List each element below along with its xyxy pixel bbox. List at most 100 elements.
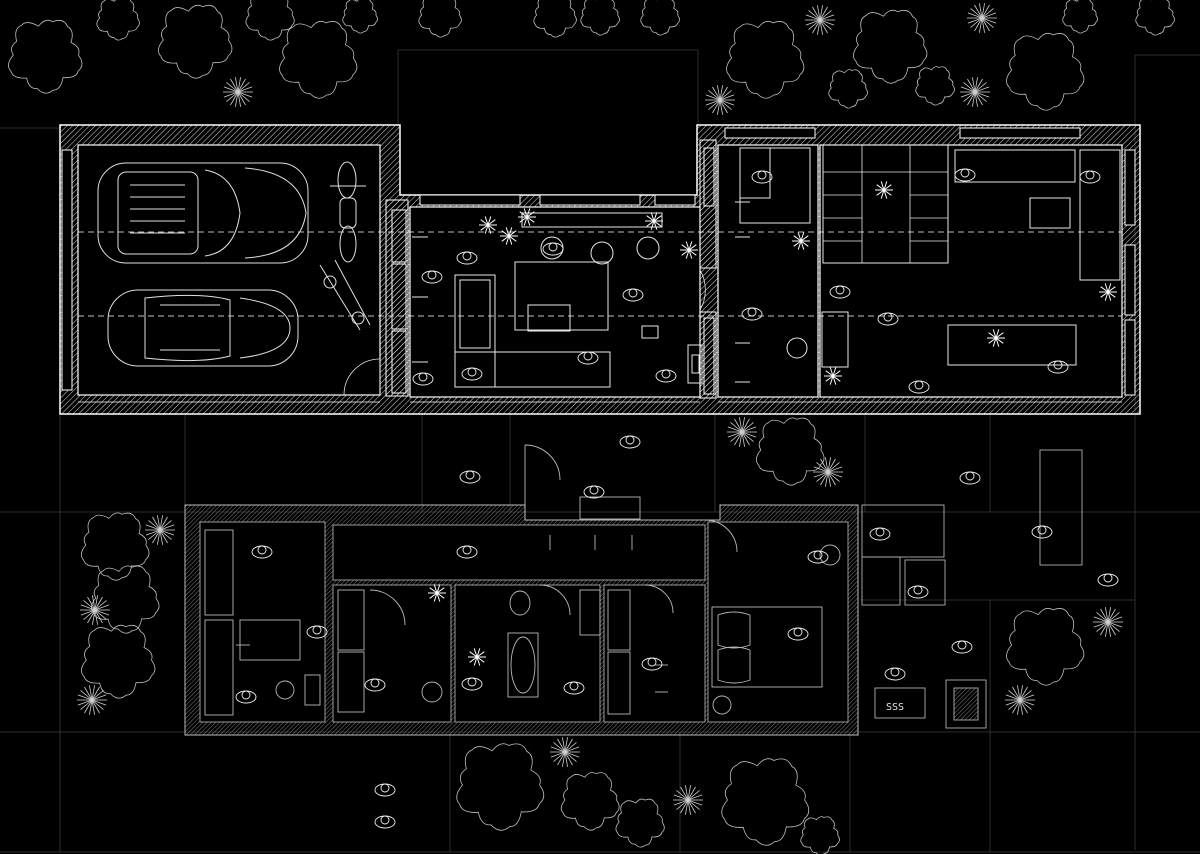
shrub xyxy=(550,737,580,767)
shrub-symbols xyxy=(77,3,1123,815)
plant-star xyxy=(792,232,810,250)
person-figure xyxy=(412,372,434,386)
person-figure xyxy=(655,369,677,383)
plant-star xyxy=(428,584,446,602)
person-figure xyxy=(951,640,973,654)
shrub xyxy=(145,515,175,545)
shrub xyxy=(727,417,757,447)
person-figure xyxy=(374,815,396,829)
person-figure xyxy=(741,307,763,321)
tree-canopy xyxy=(90,565,160,634)
shrub xyxy=(705,85,735,115)
shrub xyxy=(80,595,110,625)
living-room-furniture xyxy=(412,212,706,388)
plant-star xyxy=(479,216,497,234)
tree-canopy xyxy=(726,20,805,99)
person-figure xyxy=(421,270,443,284)
tree-canopy xyxy=(418,0,462,38)
person-figure xyxy=(619,435,641,449)
tree-canopy xyxy=(915,66,955,106)
tree-canopy xyxy=(560,772,620,831)
person-figure xyxy=(751,170,773,184)
shrub xyxy=(960,77,990,107)
person-figure xyxy=(1079,170,1101,184)
person-figure xyxy=(869,527,891,541)
person-figure xyxy=(461,677,483,691)
plant-star xyxy=(875,181,893,199)
shrub xyxy=(77,685,107,715)
person-figure xyxy=(459,470,481,484)
garage-vehicles xyxy=(97,161,381,396)
outdoor-furniture xyxy=(861,449,1083,729)
person-figure xyxy=(563,681,585,695)
person-figure xyxy=(829,285,851,299)
sauna-sign: SSS xyxy=(886,702,904,713)
shrub xyxy=(813,457,843,487)
tree-canopy xyxy=(81,624,156,699)
plant-star xyxy=(518,208,536,226)
shrub xyxy=(223,77,253,107)
person-figure xyxy=(877,312,899,326)
tree-canopy xyxy=(640,0,680,36)
tree-canopy xyxy=(456,743,545,831)
person-figure xyxy=(456,251,478,265)
tree-canopy xyxy=(342,0,378,34)
tree-canopies xyxy=(8,0,1175,854)
lower-rooms-furniture xyxy=(204,444,841,716)
plant-star xyxy=(1099,283,1117,301)
tree-canopy xyxy=(1006,607,1085,686)
tree-canopy xyxy=(580,0,620,36)
tree-canopy xyxy=(1062,0,1098,34)
shrub xyxy=(1093,607,1123,637)
shrub xyxy=(1005,685,1035,715)
tree-canopy xyxy=(721,758,810,846)
tree-canopy xyxy=(8,19,83,94)
person-figure xyxy=(954,168,976,182)
tree-canopy xyxy=(96,0,140,41)
person-figure xyxy=(908,380,930,394)
tree-canopy xyxy=(279,20,358,99)
plant-star xyxy=(468,648,486,666)
tree-canopy xyxy=(800,816,840,854)
people-symbols xyxy=(235,168,1119,829)
person-figure xyxy=(583,485,605,499)
person-figure xyxy=(235,690,257,704)
person-figure xyxy=(251,545,273,559)
plant-star xyxy=(824,367,842,385)
kitchen-dining-furniture xyxy=(735,144,1121,383)
plant-star xyxy=(645,212,663,230)
tree-canopy xyxy=(245,0,295,41)
person-figure xyxy=(542,242,564,256)
person-figure xyxy=(577,351,599,365)
tree-canopy xyxy=(533,0,577,38)
tree-canopy xyxy=(80,512,150,581)
indoor-plant-symbols xyxy=(428,181,1117,666)
shrub xyxy=(673,785,703,815)
person-figure xyxy=(1097,573,1119,587)
tree-canopy xyxy=(755,417,825,486)
tree-canopy xyxy=(158,4,233,79)
shrub xyxy=(805,5,835,35)
tree-canopy xyxy=(1006,32,1085,111)
plant-star xyxy=(680,241,698,259)
tree-canopy xyxy=(615,798,665,848)
person-figure xyxy=(364,678,386,692)
person-figure xyxy=(622,288,644,302)
person-figure xyxy=(461,367,483,381)
person-figure xyxy=(306,625,328,639)
person-figure xyxy=(374,783,396,797)
person-figure xyxy=(787,627,809,641)
plant-star xyxy=(987,329,1005,347)
plant-star xyxy=(500,227,518,245)
person-figure xyxy=(1047,360,1069,374)
person-figure xyxy=(807,550,829,564)
person-figure xyxy=(1031,525,1053,539)
person-figure xyxy=(907,585,929,599)
person-figure xyxy=(456,545,478,559)
person-figure xyxy=(641,657,663,671)
person-figure xyxy=(884,667,906,681)
lower-building-walls xyxy=(184,504,859,736)
shrub xyxy=(967,3,997,33)
tree-canopy xyxy=(1135,0,1175,36)
